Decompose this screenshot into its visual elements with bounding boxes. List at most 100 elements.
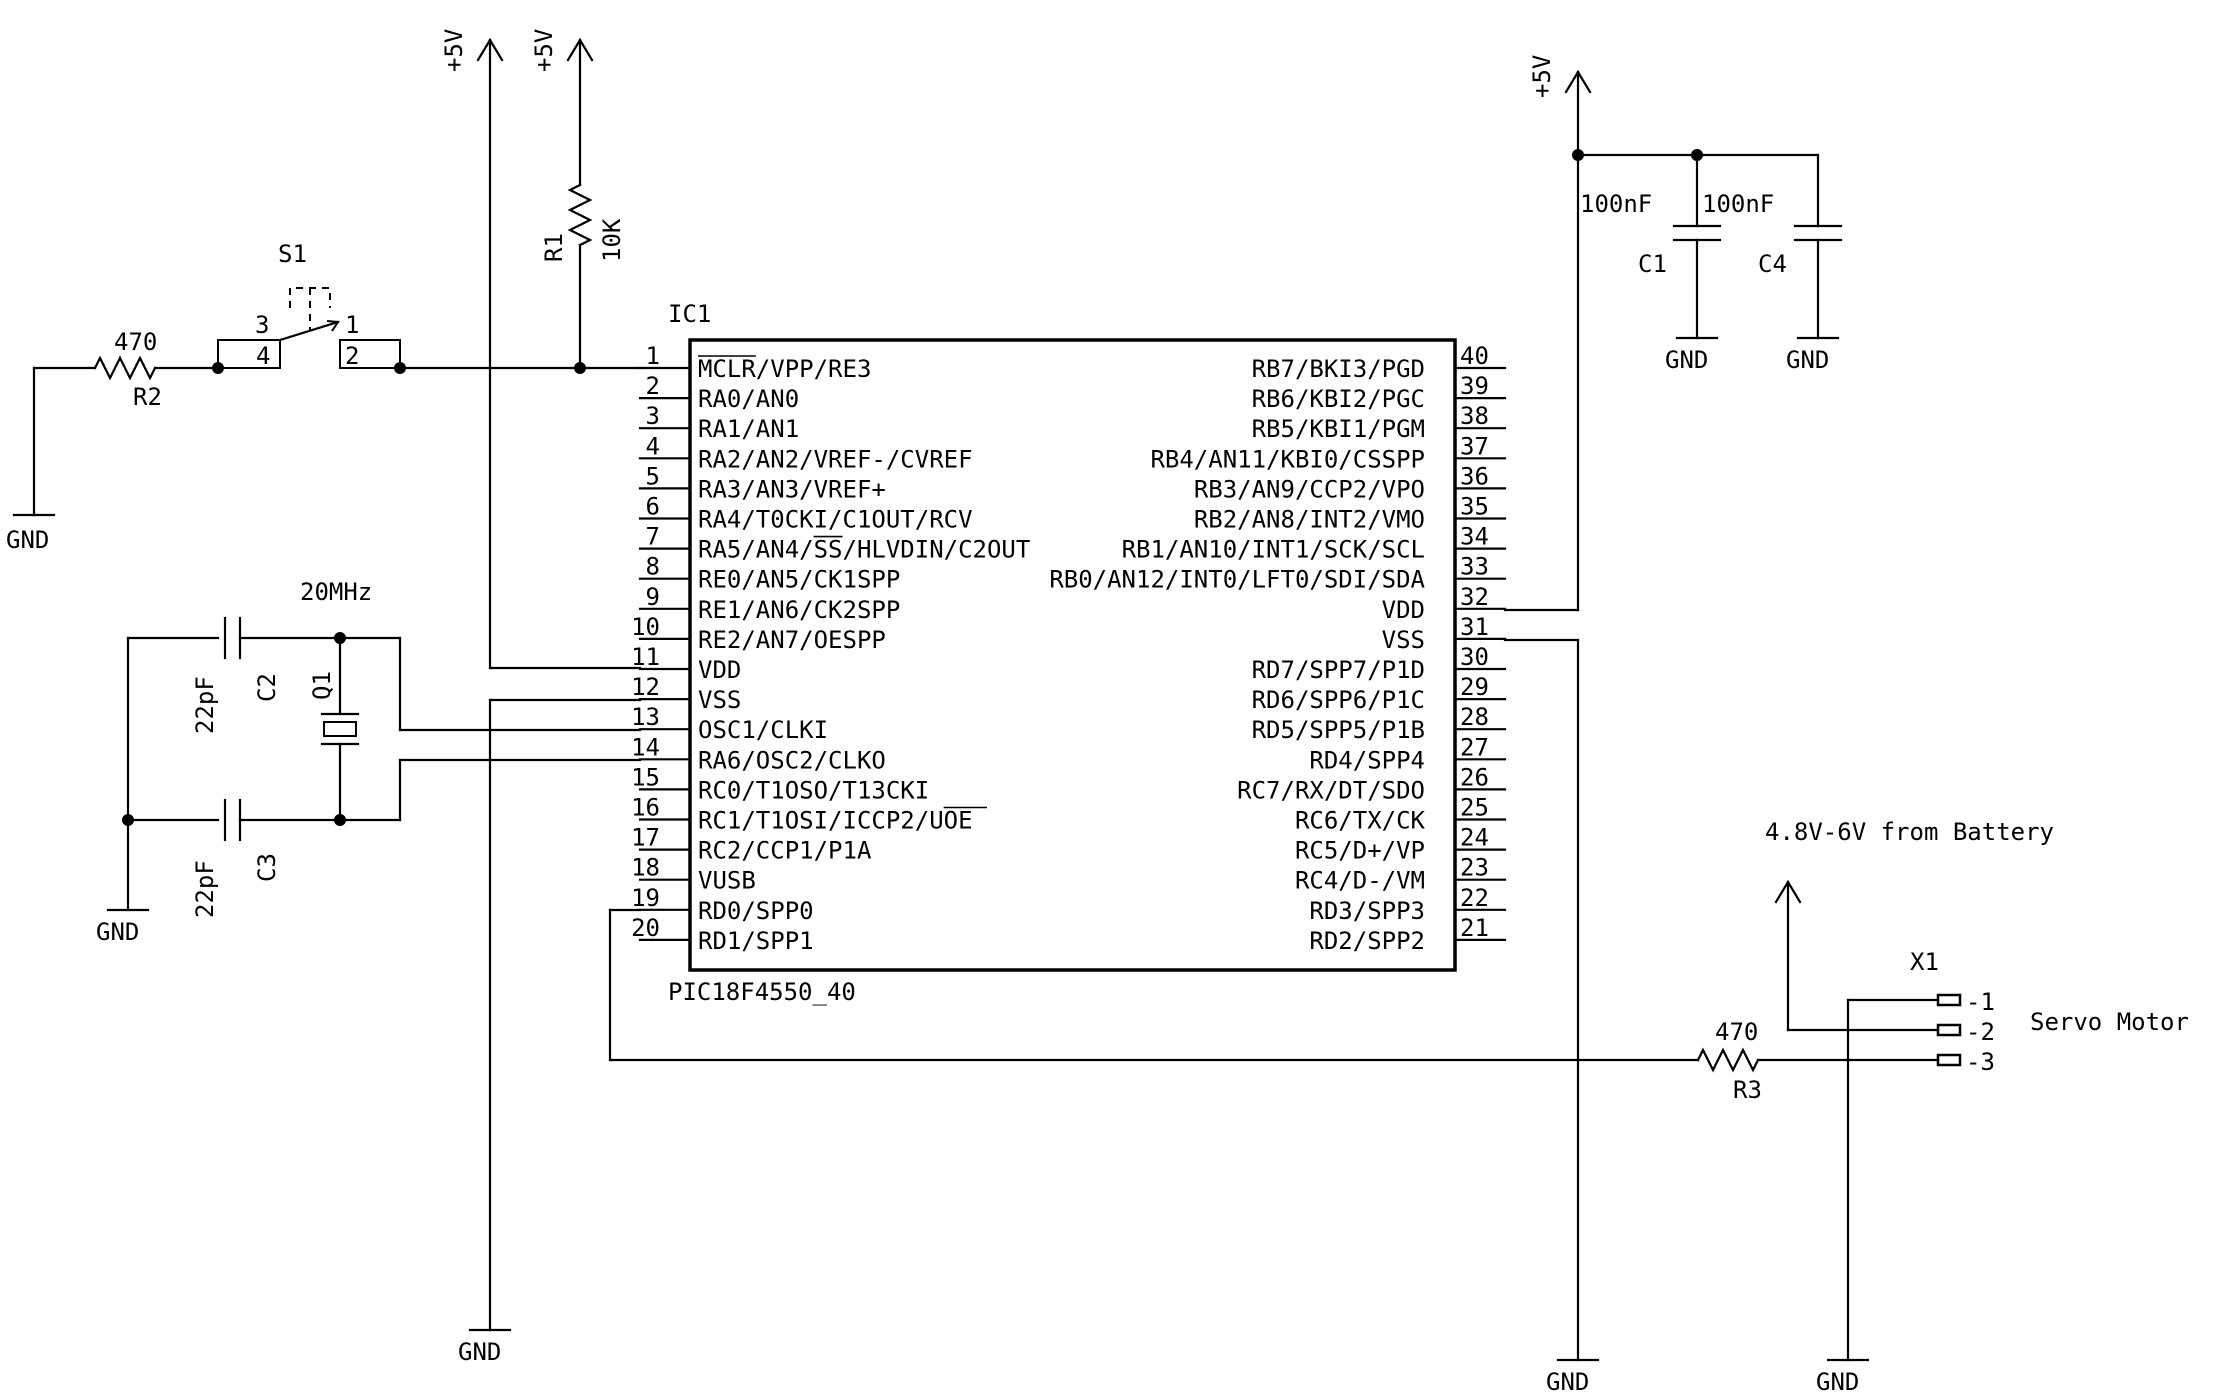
ic1-pin-21-number: 21	[1460, 914, 1489, 942]
ic1-pin-13-label: OSC1/CLKI	[698, 716, 828, 744]
ic1-pin-10-number: 10	[631, 613, 660, 641]
ic1-pin-25-label: RC6/TX/CK	[1295, 807, 1426, 835]
ic1-pin-15-label: RC0/T1OSO/T13CKI	[698, 776, 929, 804]
c3-name: C3	[253, 853, 281, 882]
ic1-pin-21-label: RD2/SPP2	[1309, 927, 1425, 955]
ic1-pin-24-label: RC5/D+/VP	[1295, 837, 1425, 865]
ic1-pin-4-number: 4	[646, 432, 660, 460]
ic1-pin-39-label: RB6/KBI2/PGC	[1252, 385, 1425, 413]
ic1-pin-37-label: RB4/AN11/KBI0/CSSPP	[1150, 445, 1425, 473]
ic1-pin-26-label: RC7/RX/DT/SDO	[1237, 776, 1425, 804]
ic1-pin-32-label: VDD	[1382, 596, 1425, 624]
ic1-pin-33-label: RB0/AN12/INT0/LFT0/SDI/SDA	[1049, 566, 1425, 594]
ic1-pin-29-label: RD6/SPP6/P1C	[1252, 686, 1425, 714]
r1-resistor	[567, 183, 593, 247]
q1-name: Q1	[308, 671, 336, 700]
x1-name: X1	[1910, 948, 1939, 976]
ic1-pin-9-label: RE1/AN6/CK2SPP	[698, 596, 900, 624]
ic1-pin-27-number: 27	[1460, 733, 1489, 761]
c2-name: C2	[253, 673, 281, 702]
gnd-label-3: GND	[96, 918, 139, 946]
ic1-pin-5-number: 5	[646, 462, 660, 490]
s1-name: S1	[278, 240, 307, 268]
gnd-label-5: GND	[1786, 346, 1829, 374]
q1-crystal	[323, 721, 357, 737]
ic1-pin-24-number: 24	[1460, 824, 1489, 852]
r3-name: R3	[1733, 1076, 1762, 1104]
ic1-pin-36-number: 36	[1460, 462, 1489, 490]
ic1-pin-40-label: RB7/BKI3/PGD	[1252, 355, 1425, 383]
ic1-pin-2-label: RA0/AN0	[698, 385, 799, 413]
ic1-pin-26-number: 26	[1460, 763, 1489, 791]
ic1-pin-10-label: RE2/AN7/OESPP	[698, 626, 886, 654]
ic1-pin-30-number: 30	[1460, 643, 1489, 671]
ic1-pin-12-number: 12	[631, 673, 660, 701]
c1-name: C1	[1638, 250, 1667, 278]
c1-value: 100nF	[1580, 190, 1652, 218]
ic1-pin-33-number: 33	[1460, 553, 1489, 581]
ic1-pin-8-number: 8	[646, 553, 660, 581]
x1-pin3: -3	[1966, 1048, 1995, 1076]
ic1-pin-22-label: RD3/SPP3	[1309, 897, 1425, 925]
ic1-pin-31-label: VSS	[1382, 626, 1425, 654]
ic1-pin-19-number: 19	[631, 884, 660, 912]
gnd-label-4: GND	[1665, 346, 1708, 374]
vcc-label-2: +5V	[530, 29, 558, 72]
ic1-pin-36-label: RB3/AN9/CCP2/VPO	[1194, 475, 1425, 503]
ic1-pin-13-number: 13	[631, 703, 660, 731]
ic1-pin-6-number: 6	[646, 493, 660, 521]
vcc-label-1: +5V	[440, 29, 468, 72]
ic1-pin-20-label: RD1/SPP1	[698, 927, 814, 955]
ic1-pin-35-label: RB2/AN8/INT2/VMO	[1194, 506, 1425, 534]
ic1-pin-7-label: RA5/AN4/SS/HLVDIN/C2OUT	[698, 536, 1030, 564]
s1-pin4: 4	[256, 342, 270, 370]
ic1-pin-38-number: 38	[1460, 402, 1489, 430]
ic1-pin-14-number: 14	[631, 733, 660, 761]
ic1-pin-5-label: RA3/AN3/VREF+	[698, 475, 886, 503]
s1-pin3: 3	[255, 311, 269, 339]
ic1-pin-3-number: 3	[646, 402, 660, 430]
ic1-pin-30-label: RD7/SPP7/P1D	[1252, 656, 1425, 684]
r3-value: 470	[1715, 1018, 1758, 1046]
ic1-pin-1-label: MCLR/VPP/RE3	[698, 355, 871, 383]
gnd-label-1: GND	[6, 526, 49, 554]
ic1-pin-29-number: 29	[1460, 673, 1489, 701]
ic1-pin-11-number: 11	[631, 643, 660, 671]
x1-pin2: -2	[1966, 1018, 1995, 1046]
ic1-name: IC1	[668, 300, 711, 328]
r2-name: R2	[133, 383, 162, 411]
ic1-pin-37-number: 37	[1460, 432, 1489, 460]
r2-value: 470	[114, 328, 157, 356]
ic1-pin-20-number: 20	[631, 914, 660, 942]
ic1-pin-25-number: 25	[1460, 794, 1489, 822]
ic1-pin-31-number: 31	[1460, 613, 1489, 641]
ic1-pin-34-label: RB1/AN10/INT1/SCK/SCL	[1122, 536, 1425, 564]
ic1-pin-22-number: 22	[1460, 884, 1489, 912]
ic1-pin-23-label: RC4/D-/VM	[1295, 867, 1425, 895]
vcc-label-3: +5V	[1528, 55, 1556, 98]
s1-switch	[217, 287, 401, 369]
ic1-pin-17-number: 17	[631, 824, 660, 852]
r3-resistor	[1696, 1047, 1760, 1073]
r1-name: R1	[540, 233, 568, 262]
ic1-pin-38-label: RB5/KBI1/PGM	[1252, 415, 1425, 443]
ic1-pin-32-number: 32	[1460, 583, 1489, 611]
c3-value: 22pF	[191, 860, 219, 918]
ic1-pin-3-label: RA1/AN1	[698, 415, 799, 443]
s1-pin1: 1	[345, 311, 359, 339]
servo-label: Servo Motor	[2030, 1008, 2189, 1036]
ic1-pin-19-label: RD0/SPP0	[698, 897, 814, 925]
ic1-pin-16-label: RC1/T1OSI/ICCP2/UOE	[698, 807, 973, 835]
gnd-label-6: GND	[1546, 1368, 1589, 1395]
c2-value: 22pF	[191, 676, 219, 734]
ic1-pin-27-label: RD4/SPP4	[1309, 746, 1425, 774]
ic1-pin-28-label: RD5/SPP5/P1B	[1252, 716, 1425, 744]
ic1-pin-28-number: 28	[1460, 703, 1489, 731]
ic1-pin-6-label: RA4/T0CKI/C1OUT/RCV	[698, 506, 973, 534]
r2-resistor	[93, 355, 157, 381]
ic1-pin-4-label: RA2/AN2/VREF-/CVREF	[698, 445, 973, 473]
ic1-pin-12-label: VSS	[698, 686, 741, 714]
ic1-pin-1-number: 1	[646, 342, 660, 370]
x1-connector	[1936, 993, 1962, 1067]
